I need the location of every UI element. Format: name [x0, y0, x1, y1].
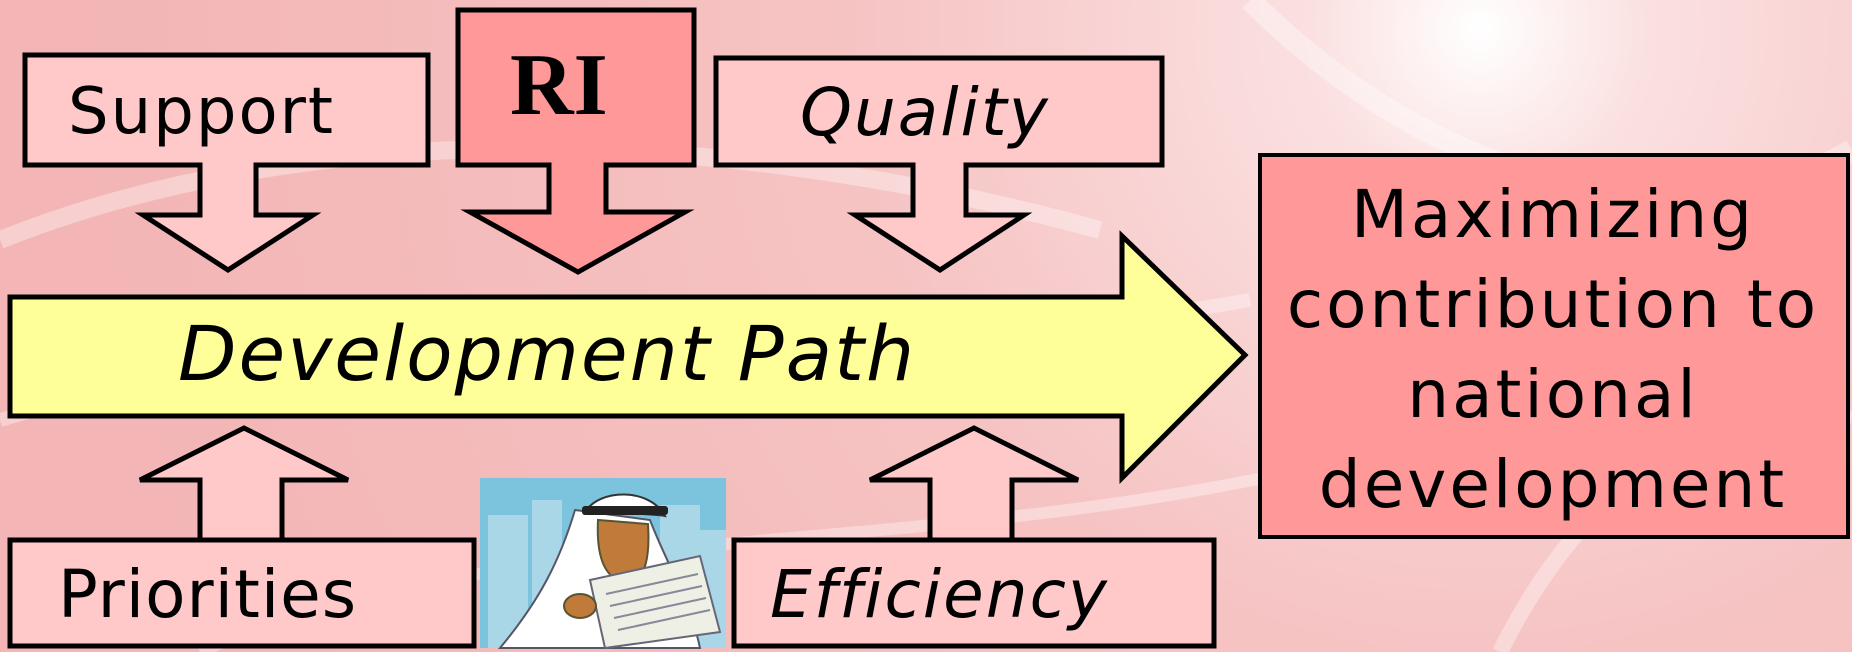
efficiency-arrow [731, 425, 1217, 649]
goal-label: Maximizing contribution to national deve… [1286, 176, 1820, 523]
priorities-arrow [7, 425, 477, 649]
development-path-arrow [7, 230, 1249, 485]
ri-label: RI [510, 37, 608, 134]
priorities-label: Priorities [58, 556, 358, 633]
efficiency-label: Efficiency [770, 556, 1109, 633]
ri-arrow [455, 7, 697, 275]
quality-arrow [713, 55, 1165, 273]
goal-box [1258, 153, 1850, 539]
support-arrow [22, 52, 431, 273]
development-path-label: Development Path [178, 309, 917, 398]
man-reading-newspaper-icon [480, 478, 726, 650]
support-label: Support [68, 75, 335, 149]
quality-label: Quality [800, 74, 1050, 151]
